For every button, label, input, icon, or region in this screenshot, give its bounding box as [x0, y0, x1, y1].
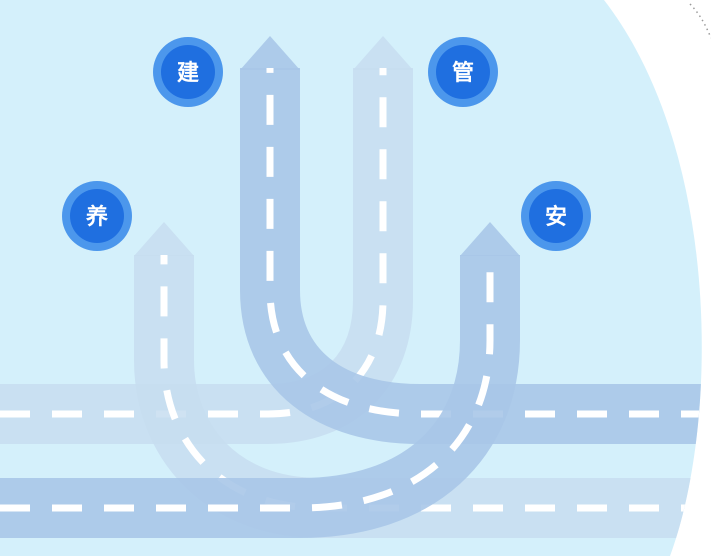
arrow-up-icon	[134, 222, 194, 256]
badge-jian-label: 建	[177, 61, 199, 86]
badge-guan: 管	[428, 37, 498, 107]
road-dark-lower	[0, 222, 520, 538]
dotted-arc	[689, 3, 711, 39]
arrow-up-icon	[460, 222, 520, 256]
badge-jian: 建	[153, 37, 223, 107]
badge-an-label: 安	[545, 204, 567, 230]
badge-yang: 养	[62, 181, 132, 251]
badge-guan-label: 管	[452, 60, 474, 86]
badge-an: 安	[521, 181, 591, 251]
arrow-up-icon	[353, 36, 413, 70]
arrow-up-icon	[240, 36, 300, 70]
badge-yang-label: 养	[85, 204, 108, 230]
road-dark-upper	[240, 36, 702, 444]
